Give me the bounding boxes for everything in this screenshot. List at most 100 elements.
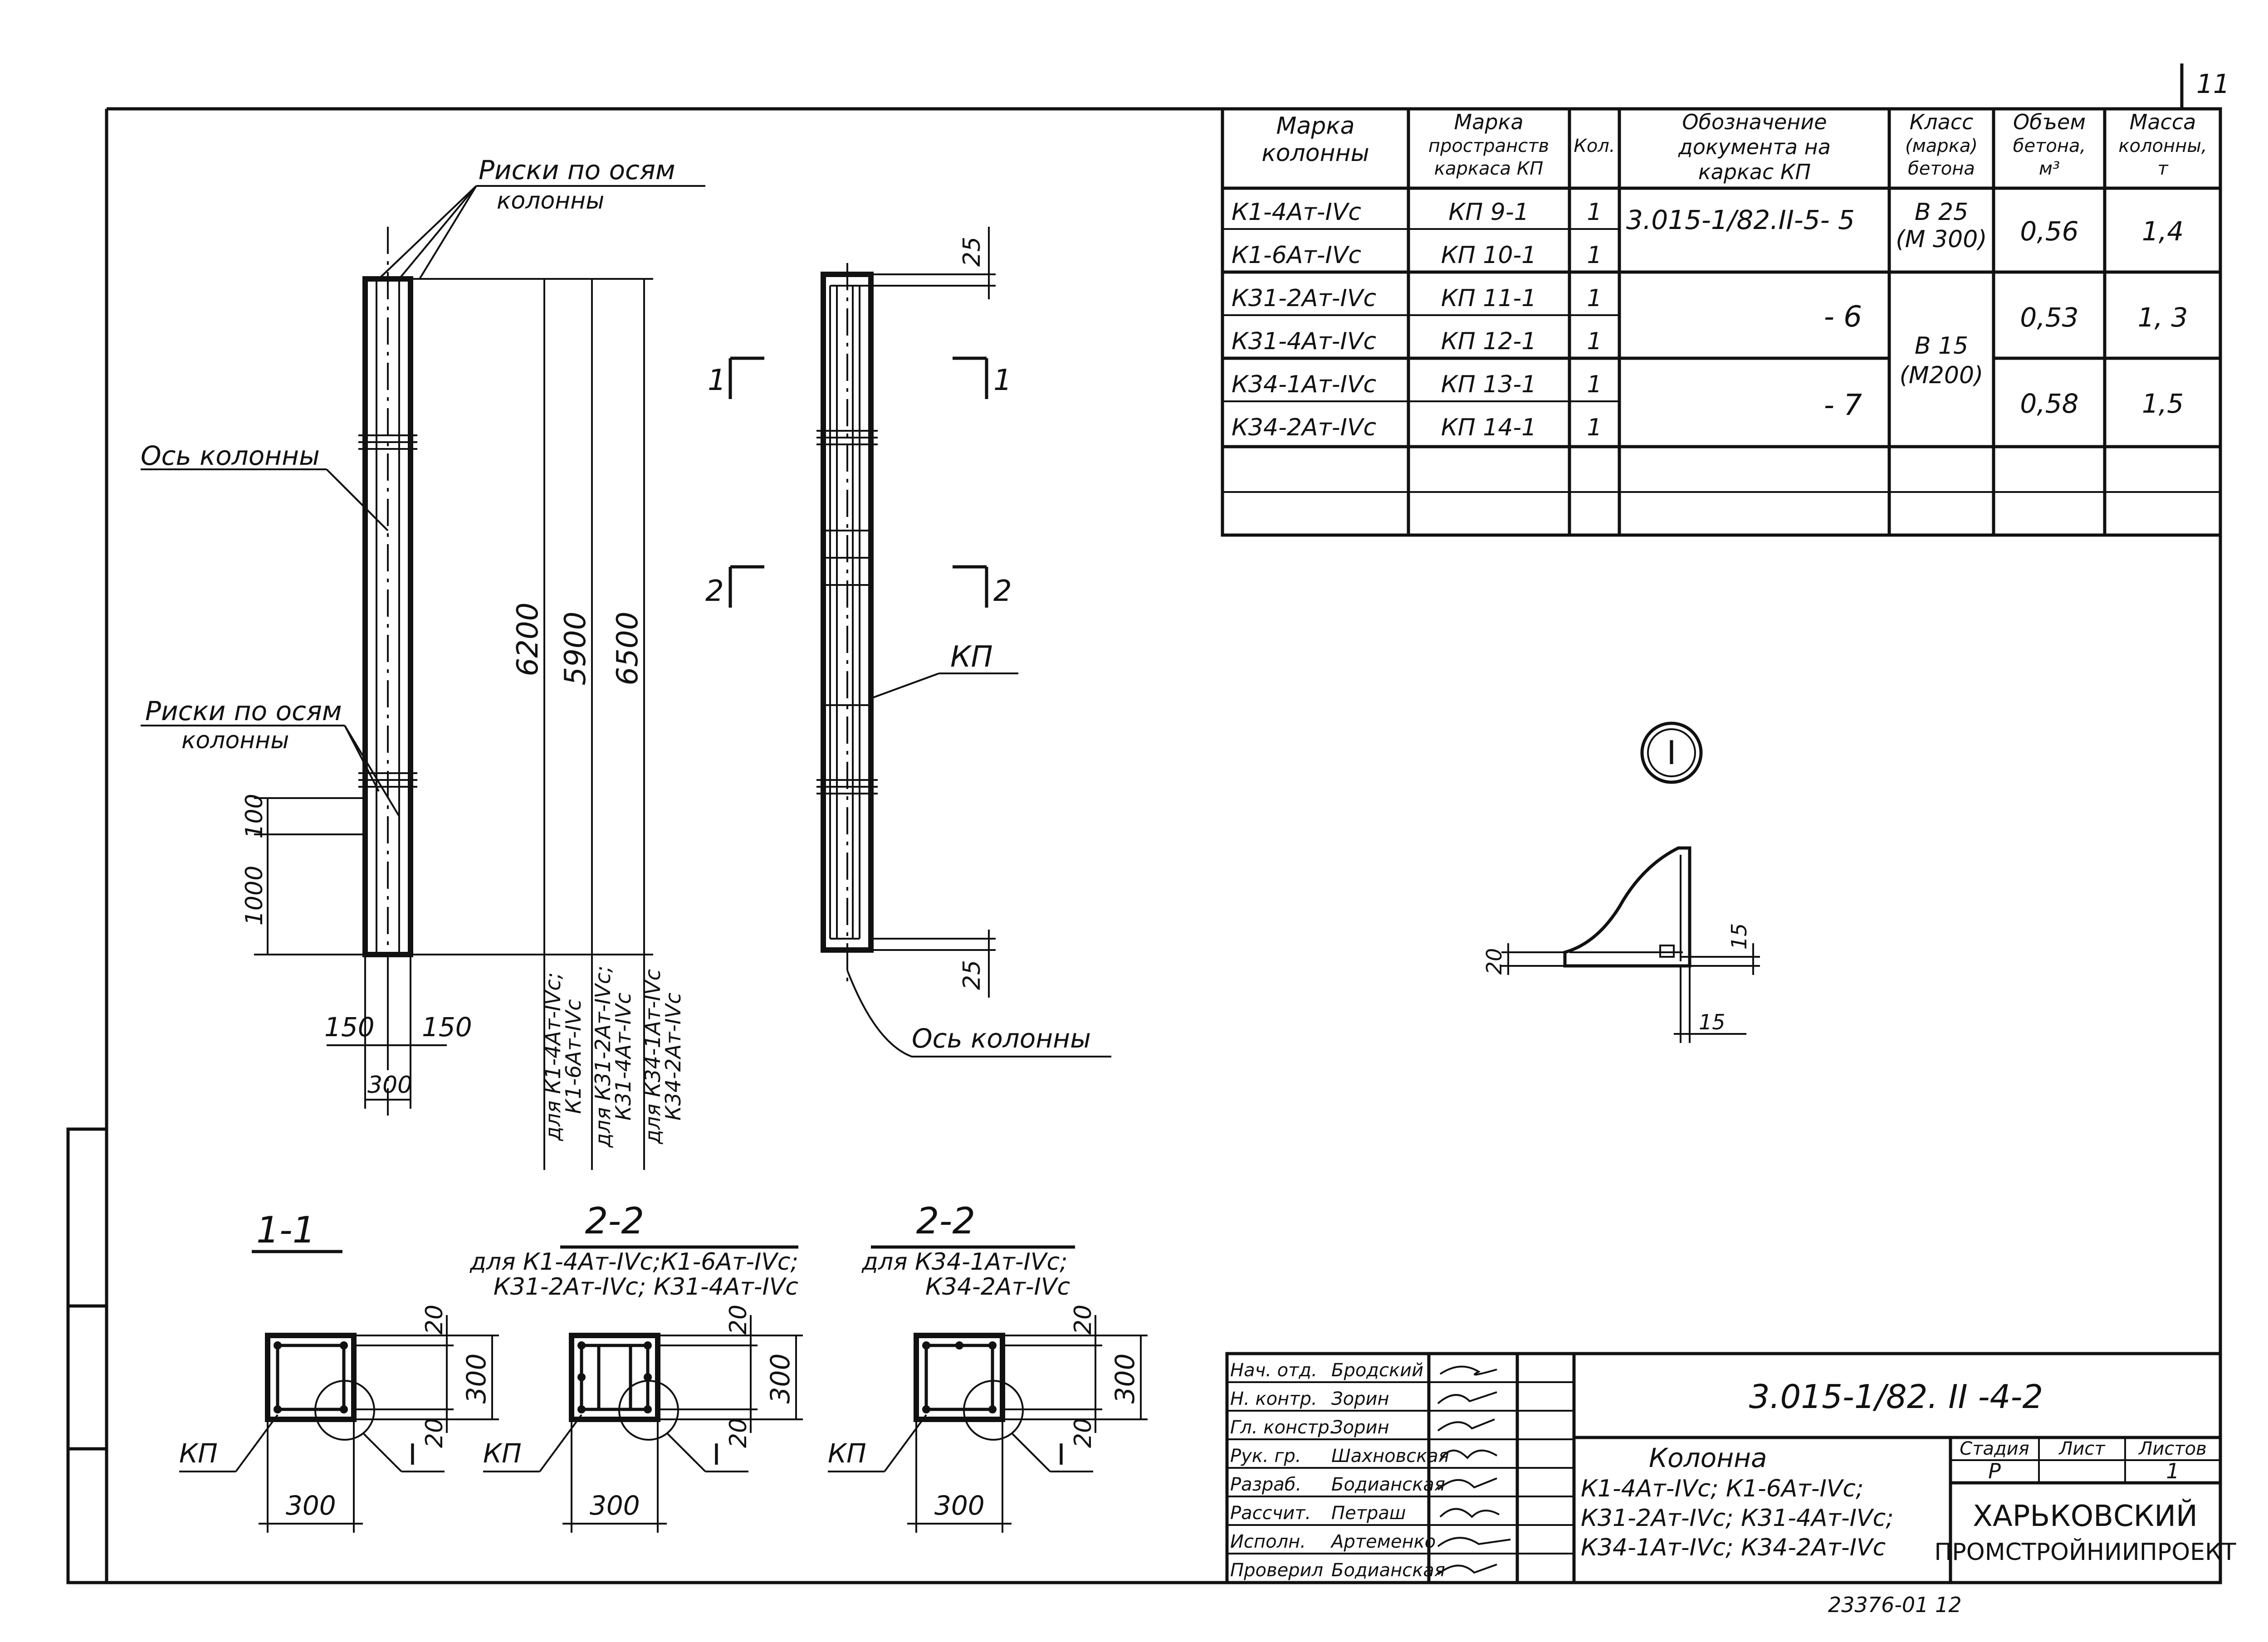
th-vol-2: бетона, xyxy=(2013,136,2086,156)
section-2-2-b-title: 2-2 xyxy=(916,1200,976,1242)
row-1-frame: КП 9-1 xyxy=(1448,199,1529,226)
section-1-1-title: 1-1 xyxy=(256,1209,316,1251)
group-3-doc: - 7 xyxy=(1824,389,1862,422)
spec-groups: 3.015-1/82.II-5- 5 В 25 (М 300) 0,56 1,4… xyxy=(1626,199,2188,422)
dim-6500: 6500 xyxy=(611,612,645,686)
group-1-mass: 1,4 xyxy=(2142,216,2184,247)
group-2-doc: - 6 xyxy=(1824,300,1862,334)
dim-for-3a: для К34-1Ат-IVс xyxy=(640,969,665,1145)
dim-for-1a: для К1-4Ат-IVс; xyxy=(541,972,565,1141)
dim-25-bottom: 25 xyxy=(958,960,986,990)
role-8: Проверил xyxy=(1230,1560,1323,1581)
name-3: Зорин xyxy=(1331,1417,1389,1438)
sec2a-dim-300-h: 300 xyxy=(590,1490,640,1521)
role-3: Гл. констр. xyxy=(1230,1417,1335,1438)
dim-150-left: 150 xyxy=(324,1012,375,1043)
row-6-mark: К34-2Ат-IVс xyxy=(1232,414,1376,441)
row-1-qty: 1 xyxy=(1587,199,1602,226)
signatures xyxy=(1437,1365,1511,1575)
org-line-1: ХАРЬКОВСКИЙ xyxy=(1973,1499,2198,1533)
stage-value: Р xyxy=(1988,1459,2001,1483)
role-4: Рук. гр. xyxy=(1230,1446,1301,1467)
label-riski-left: Риски по осям xyxy=(145,696,342,726)
group-2-mass: 1, 3 xyxy=(2138,302,2188,333)
sec2b-dim-300-h: 300 xyxy=(934,1490,985,1521)
th-frame-2: пространств xyxy=(1428,136,1549,156)
name-4: Шахновская xyxy=(1331,1446,1449,1467)
label-kp: КП xyxy=(950,640,993,674)
dim-1000: 1000 xyxy=(241,866,268,926)
sec1-dim-300-v: 300 xyxy=(461,1354,492,1404)
title-block-roles: Нач. отд. Н. контр. Гл. констр. Рук. гр.… xyxy=(1230,1360,1449,1581)
detail-dim-15-v: 15 xyxy=(1727,923,1751,950)
row-6-frame: КП 14-1 xyxy=(1441,414,1537,441)
sheets-value: 1 xyxy=(2166,1459,2179,1483)
label-riski-top: Риски по осям xyxy=(479,155,675,185)
page-number: 11 xyxy=(2196,68,2230,99)
name-8: Бодианская xyxy=(1331,1560,1445,1581)
role-6: Рассчит. xyxy=(1230,1503,1311,1524)
dim-100: 100 xyxy=(241,794,268,838)
group-1-class: В 25 xyxy=(1915,199,1968,226)
group-2-vol: 0,53 xyxy=(2020,302,2078,333)
name-6: Петраш xyxy=(1331,1503,1406,1524)
object-title: Колонна xyxy=(1649,1442,1767,1473)
th-class-3: бетона xyxy=(1908,158,1975,179)
doc-code: 3.015-1/82. II -4-2 xyxy=(1749,1378,2043,1416)
section-1-1 xyxy=(179,1250,499,1533)
role-5: Разраб. xyxy=(1230,1474,1301,1495)
row-4-frame: КП 12-1 xyxy=(1441,328,1537,355)
cut-mark-2-right: 2 xyxy=(993,575,1012,608)
role-2: Н. контр. xyxy=(1230,1389,1317,1409)
column-with-cage xyxy=(728,227,1111,1057)
dim-for-2b: К31-4Ат-IVс xyxy=(611,993,635,1121)
section-2-2-a xyxy=(483,1245,803,1533)
cut-mark-1-left: 1 xyxy=(708,364,726,397)
sec2b-dim-300-v: 300 xyxy=(1110,1354,1140,1404)
object-line-1: К1-4Ат-IVс; К1-6Ат-IVс; xyxy=(1581,1475,1864,1502)
th-frame-1: Марка xyxy=(1454,110,1523,134)
sheet-label: Лист xyxy=(2058,1438,2106,1459)
sec2a-dim-20-top: 20 xyxy=(725,1305,752,1335)
group-3-vol: 0,58 xyxy=(2020,388,2078,419)
th-mass-3: т xyxy=(2157,158,2169,179)
section-2-2-a-sub-2: К31-2Ат-IVс; К31-4Ат-IVс xyxy=(494,1273,798,1301)
th-qty: Кол. xyxy=(1574,136,1615,156)
sec2b-kp: КП xyxy=(828,1438,866,1469)
sec2a-dim-20-bot: 20 xyxy=(725,1418,752,1448)
th-class-1: Класс xyxy=(1910,110,1974,134)
section-2-2-a-sub-1: для К1-4Ат-IVс;К1-6Ат-IVс; xyxy=(469,1248,798,1276)
archive-number: 23376-01 12 xyxy=(1828,1593,1962,1617)
spec-table xyxy=(1221,107,2222,537)
dim-5900: 5900 xyxy=(559,612,592,686)
detail-dim-15-h: 15 xyxy=(1699,1010,1725,1034)
detail-dim-20: 20 xyxy=(1482,948,1506,975)
group-1-doc: 3.015-1/82.II-5- 5 xyxy=(1626,205,1855,235)
object-line-3: К34-1Ат-IVс; К34-2Ат-IVс xyxy=(1581,1534,1886,1561)
sec1-detail: I xyxy=(408,1438,417,1472)
sec1-dim-20-bot: 20 xyxy=(421,1418,448,1448)
label-riski-top-2: колонны xyxy=(497,187,604,214)
row-3-frame: КП 11-1 xyxy=(1441,285,1537,312)
group-1-vol: 0,56 xyxy=(2020,216,2078,247)
row-5-frame: КП 13-1 xyxy=(1441,371,1537,398)
sec1-dim-300-h: 300 xyxy=(286,1490,336,1521)
sec1-kp: КП xyxy=(179,1438,218,1469)
row-3-qty: 1 xyxy=(1587,285,1602,312)
sheets-label: Листов xyxy=(2138,1438,2206,1459)
cut-mark-2-left: 2 xyxy=(705,575,724,608)
detail-I xyxy=(1501,721,1760,1043)
row-6-qty: 1 xyxy=(1587,414,1602,441)
org-line-2: ПРОМСТРОЙНИИПРОЕКТ xyxy=(1934,1538,2236,1566)
label-axis-bottom: Ось колонны xyxy=(912,1023,1091,1054)
sec1-dim-20-top: 20 xyxy=(421,1305,448,1335)
sec2b-dim-20-top: 20 xyxy=(1070,1305,1097,1335)
stage-label: Стадия xyxy=(1960,1438,2029,1459)
dim-150-right: 150 xyxy=(422,1012,472,1043)
class-b15-2: (М200) xyxy=(1900,362,1984,389)
row-5-qty: 1 xyxy=(1587,371,1602,398)
row-1-mark: К1-4Ат-IVс xyxy=(1232,199,1361,226)
row-2-qty: 1 xyxy=(1587,242,1602,269)
row-3-mark: К31-2Ат-IVс xyxy=(1232,285,1376,312)
